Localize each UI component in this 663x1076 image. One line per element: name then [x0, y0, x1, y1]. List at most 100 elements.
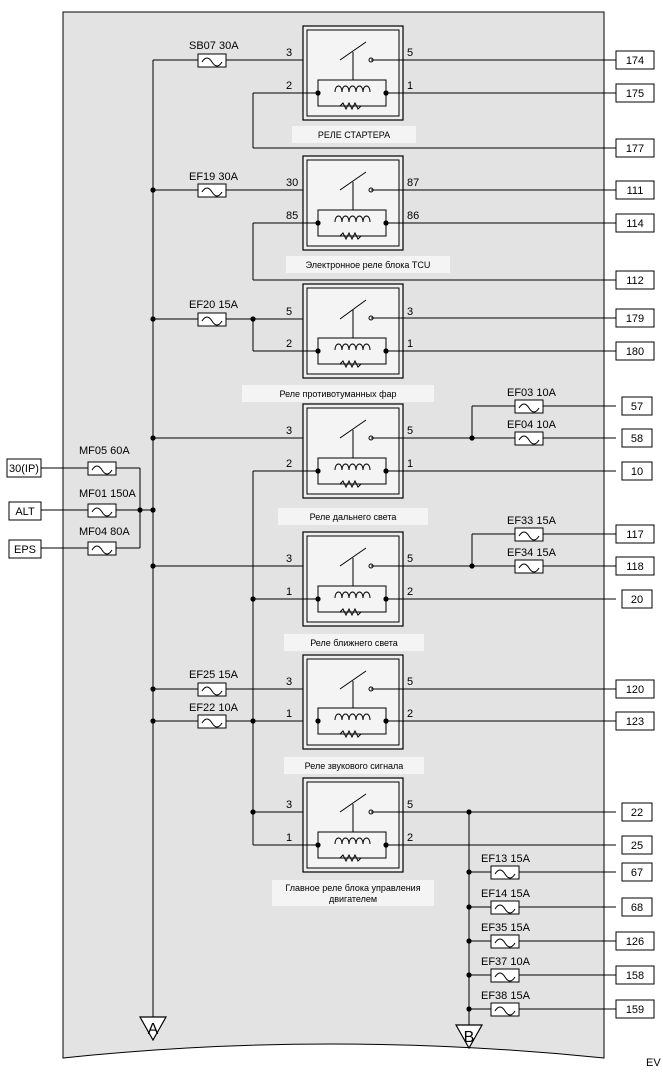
pin-label: 1: [286, 832, 292, 844]
pin-label: 3: [286, 676, 292, 688]
terminal-177: 177: [615, 138, 655, 158]
pin-label: 5: [407, 676, 413, 688]
fuse-label: EF37 10A: [481, 956, 531, 968]
fuse-ef35: EF35 15A: [469, 922, 616, 949]
terminal-label: 177: [626, 143, 644, 155]
input-fuse-label: MF01 150A: [79, 488, 137, 500]
terminal-158: 158: [615, 965, 655, 985]
pin-label: 86: [407, 210, 419, 222]
relay-label: Главное реле блока управления: [285, 883, 420, 893]
pin-label: 5: [286, 306, 292, 318]
fuse-ef14: EF14 15A: [469, 888, 616, 915]
fuse-label-ef22: EF22 10A: [189, 702, 239, 714]
terminal-114: 114: [615, 213, 655, 233]
pin-label: 3: [286, 553, 292, 565]
pin-label: 3: [286, 425, 292, 437]
fuse-label: EF34 15A: [507, 547, 557, 559]
terminal-label: 22: [631, 807, 643, 819]
relay-label: Электронное реле блока TCU: [306, 260, 431, 270]
terminal-label: 112: [626, 275, 644, 287]
relay-fog-lights: EF20 15A 5 3 2 1 Реле противотуманных фа…: [153, 283, 616, 402]
terminal-179: 179: [615, 308, 655, 328]
terminal-label: 175: [626, 88, 644, 100]
relay-high-beam: 3 5 2 1 Реле дальнего света: [153, 403, 616, 845]
fuse-ef34: EF34 15A: [507, 547, 616, 574]
fuse-ef04: EF04 10A: [507, 419, 616, 446]
relay-label: РЕЛЕ СТАРТЕРА: [318, 130, 390, 140]
input-label: 30(IP): [9, 463, 39, 475]
pin-label: 2: [286, 338, 292, 350]
terminal-180: 180: [615, 341, 655, 361]
terminal-58: 58: [621, 428, 653, 448]
terminal-112: 112: [615, 270, 655, 290]
relay-horn: EF25 15A EF22 10A 3 5 1 2 Реле звукового…: [153, 654, 616, 774]
input-alt: ALT MF01 150A: [8, 488, 153, 521]
fuse-label: EF03 10A: [507, 387, 557, 399]
input-fuse-label: MF05 60A: [79, 445, 130, 457]
pin-label: 2: [407, 586, 413, 598]
relay-starter: SB07 30A 3 5 2 1 РЕЛЕ СТАРТЕРА: [189, 25, 616, 149]
terminal-159: 159: [615, 999, 655, 1019]
terminal-label: 10: [631, 466, 643, 478]
terminal-22: 22: [621, 802, 653, 822]
input-30ip: 30(IP) MF05 60A: [6, 445, 141, 548]
pin-label: 5: [407, 425, 413, 437]
relay-label: Реле звукового сигнала: [305, 761, 404, 771]
pin-label: 1: [407, 338, 413, 350]
terminal-label: 126: [626, 936, 644, 948]
relay-engine-main: 3 5 1 2 Главное реле блока управления дв…: [250, 777, 616, 906]
pin-label: 1: [286, 586, 292, 598]
fuse-label: EF33 15A: [507, 515, 557, 527]
fuse-ef38: EF38 15A: [469, 990, 616, 1017]
terminal-175: 175: [615, 83, 655, 103]
marker-a-label: A: [148, 1021, 159, 1038]
terminal-label: 120: [626, 684, 644, 696]
pin-label: 2: [407, 708, 413, 720]
terminal-10: 10: [621, 461, 653, 481]
terminal-120: 120: [615, 679, 655, 699]
pin-label: 5: [407, 553, 413, 565]
fuse-label-ef19: EF19 30A: [189, 171, 239, 183]
terminal-label: 179: [626, 313, 644, 325]
relay-label: Реле противотуманных фар: [279, 389, 396, 399]
terminal-117: 117: [615, 524, 655, 544]
terminal-25: 25: [621, 835, 653, 855]
input-label: EPS: [14, 544, 36, 556]
terminal-126: 126: [615, 931, 655, 951]
fuse-ef33: EF33 15A: [507, 515, 616, 542]
relay-label: Реле ближнего света: [310, 638, 398, 648]
pin-label: 85: [286, 210, 298, 222]
fuse-ef37: EF37 10A: [469, 956, 616, 983]
terminal-20: 20: [621, 589, 653, 609]
pin-label: 3: [286, 799, 292, 811]
fuse-ef13: EF13 15A: [469, 853, 616, 880]
fuse-label-sb07: SB07 30A: [189, 40, 239, 52]
terminal-label: 25: [631, 840, 643, 852]
relay-low-beam: 3 5 1 2 Реле ближнего света: [153, 531, 616, 651]
fuse-label-ef25: EF25 15A: [189, 669, 239, 681]
fuse-label: EF35 15A: [481, 922, 531, 934]
relay-label: Реле дальнего света: [310, 512, 397, 522]
terminal-111: 111: [615, 180, 655, 200]
terminal-label: 118: [626, 561, 644, 573]
terminal-label: 57: [631, 401, 643, 413]
terminal-label: 174: [626, 55, 644, 67]
terminal-label: 58: [631, 433, 643, 445]
b-bus: [466, 812, 472, 1025]
pin-label: 5: [407, 799, 413, 811]
pin-label: 2: [407, 832, 413, 844]
terminal-label: 180: [626, 346, 644, 358]
marker-a: A: [138, 1016, 168, 1042]
marker-b: B: [454, 1024, 484, 1050]
fuse-label: EF13 15A: [481, 853, 531, 865]
pin-label: 87: [407, 177, 419, 189]
fuse-ef03: EF03 10A: [507, 387, 616, 414]
terminal-label: 158: [626, 970, 644, 982]
terminal-label: 117: [626, 529, 644, 541]
terminal-label: 20: [631, 594, 643, 606]
terminal-label: 111: [627, 185, 644, 197]
fuse-label: EF14 15A: [481, 888, 531, 900]
terminal-label: 67: [631, 867, 643, 879]
terminal-label: 123: [626, 716, 644, 728]
